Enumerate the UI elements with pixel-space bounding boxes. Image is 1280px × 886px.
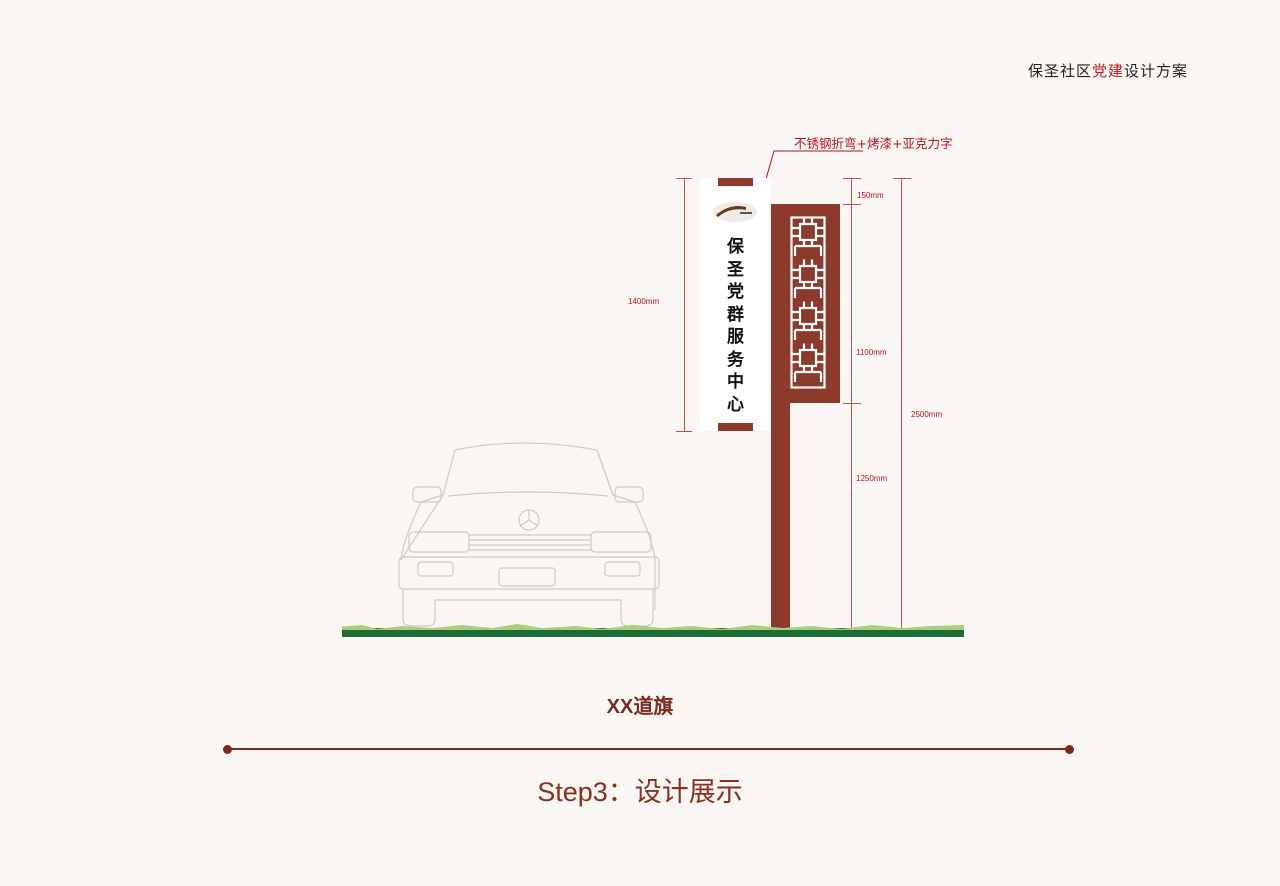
dimension-line-total: [901, 178, 902, 630]
dimension-tick: [843, 178, 861, 179]
document-title: 保圣社区党建设计方案: [1028, 60, 1188, 81]
dimension-line-segments: [851, 178, 852, 630]
dimension-label-total: 2500mm: [911, 410, 943, 419]
dimension-tick: [843, 403, 861, 404]
banner-flag: 保 圣 党 群 服 务 中 心: [700, 178, 771, 431]
banner-char: 保: [727, 237, 744, 257]
title-highlight: 党建: [1091, 62, 1124, 80]
banner-char: 心: [727, 394, 744, 415]
banner-char: 务: [727, 349, 744, 370]
bridge-logo-icon: [713, 202, 757, 222]
dimension-line-banner: [684, 178, 685, 431]
divider-dot-right: [1065, 744, 1074, 754]
dimension-label-banner: 1400mm: [628, 297, 660, 306]
step-title: Step3：设计展示: [537, 777, 743, 807]
banner-text: 保 圣 党 群 服 务 中 心: [700, 236, 771, 416]
dimension-tick: [893, 178, 911, 179]
title-prefix: 保圣社区: [1027, 62, 1092, 80]
banner-char: 党: [727, 282, 744, 302]
grass-ground: [342, 624, 964, 637]
car-outline-illustration: [398, 442, 660, 627]
material-note: 不锈钢折弯+烤漆+亚克力字: [794, 136, 953, 151]
dimension-label-pole: 1250mm: [856, 474, 888, 483]
banner-bottom-bar: [718, 423, 753, 431]
decorative-panel: [771, 204, 840, 403]
dimension-tick: [676, 178, 692, 179]
section-divider: [223, 744, 1074, 754]
banner-top-bar: [718, 178, 753, 186]
banner-char: 群: [727, 304, 744, 325]
banner-char: 圣: [727, 259, 744, 280]
dimension-tick: [843, 204, 861, 205]
lattice-pattern-icon: [790, 216, 826, 389]
dimension-label-top: 150mm: [857, 191, 884, 200]
sign-caption: XX道旗: [606, 696, 674, 718]
banner-char: 服: [727, 327, 744, 347]
title-suffix: 设计方案: [1123, 62, 1188, 80]
banner-char: 中: [727, 372, 744, 392]
dimension-label-panel: 1100mm: [856, 348, 887, 357]
dimension-tick: [676, 431, 692, 432]
divider-dot-left: [223, 744, 232, 754]
